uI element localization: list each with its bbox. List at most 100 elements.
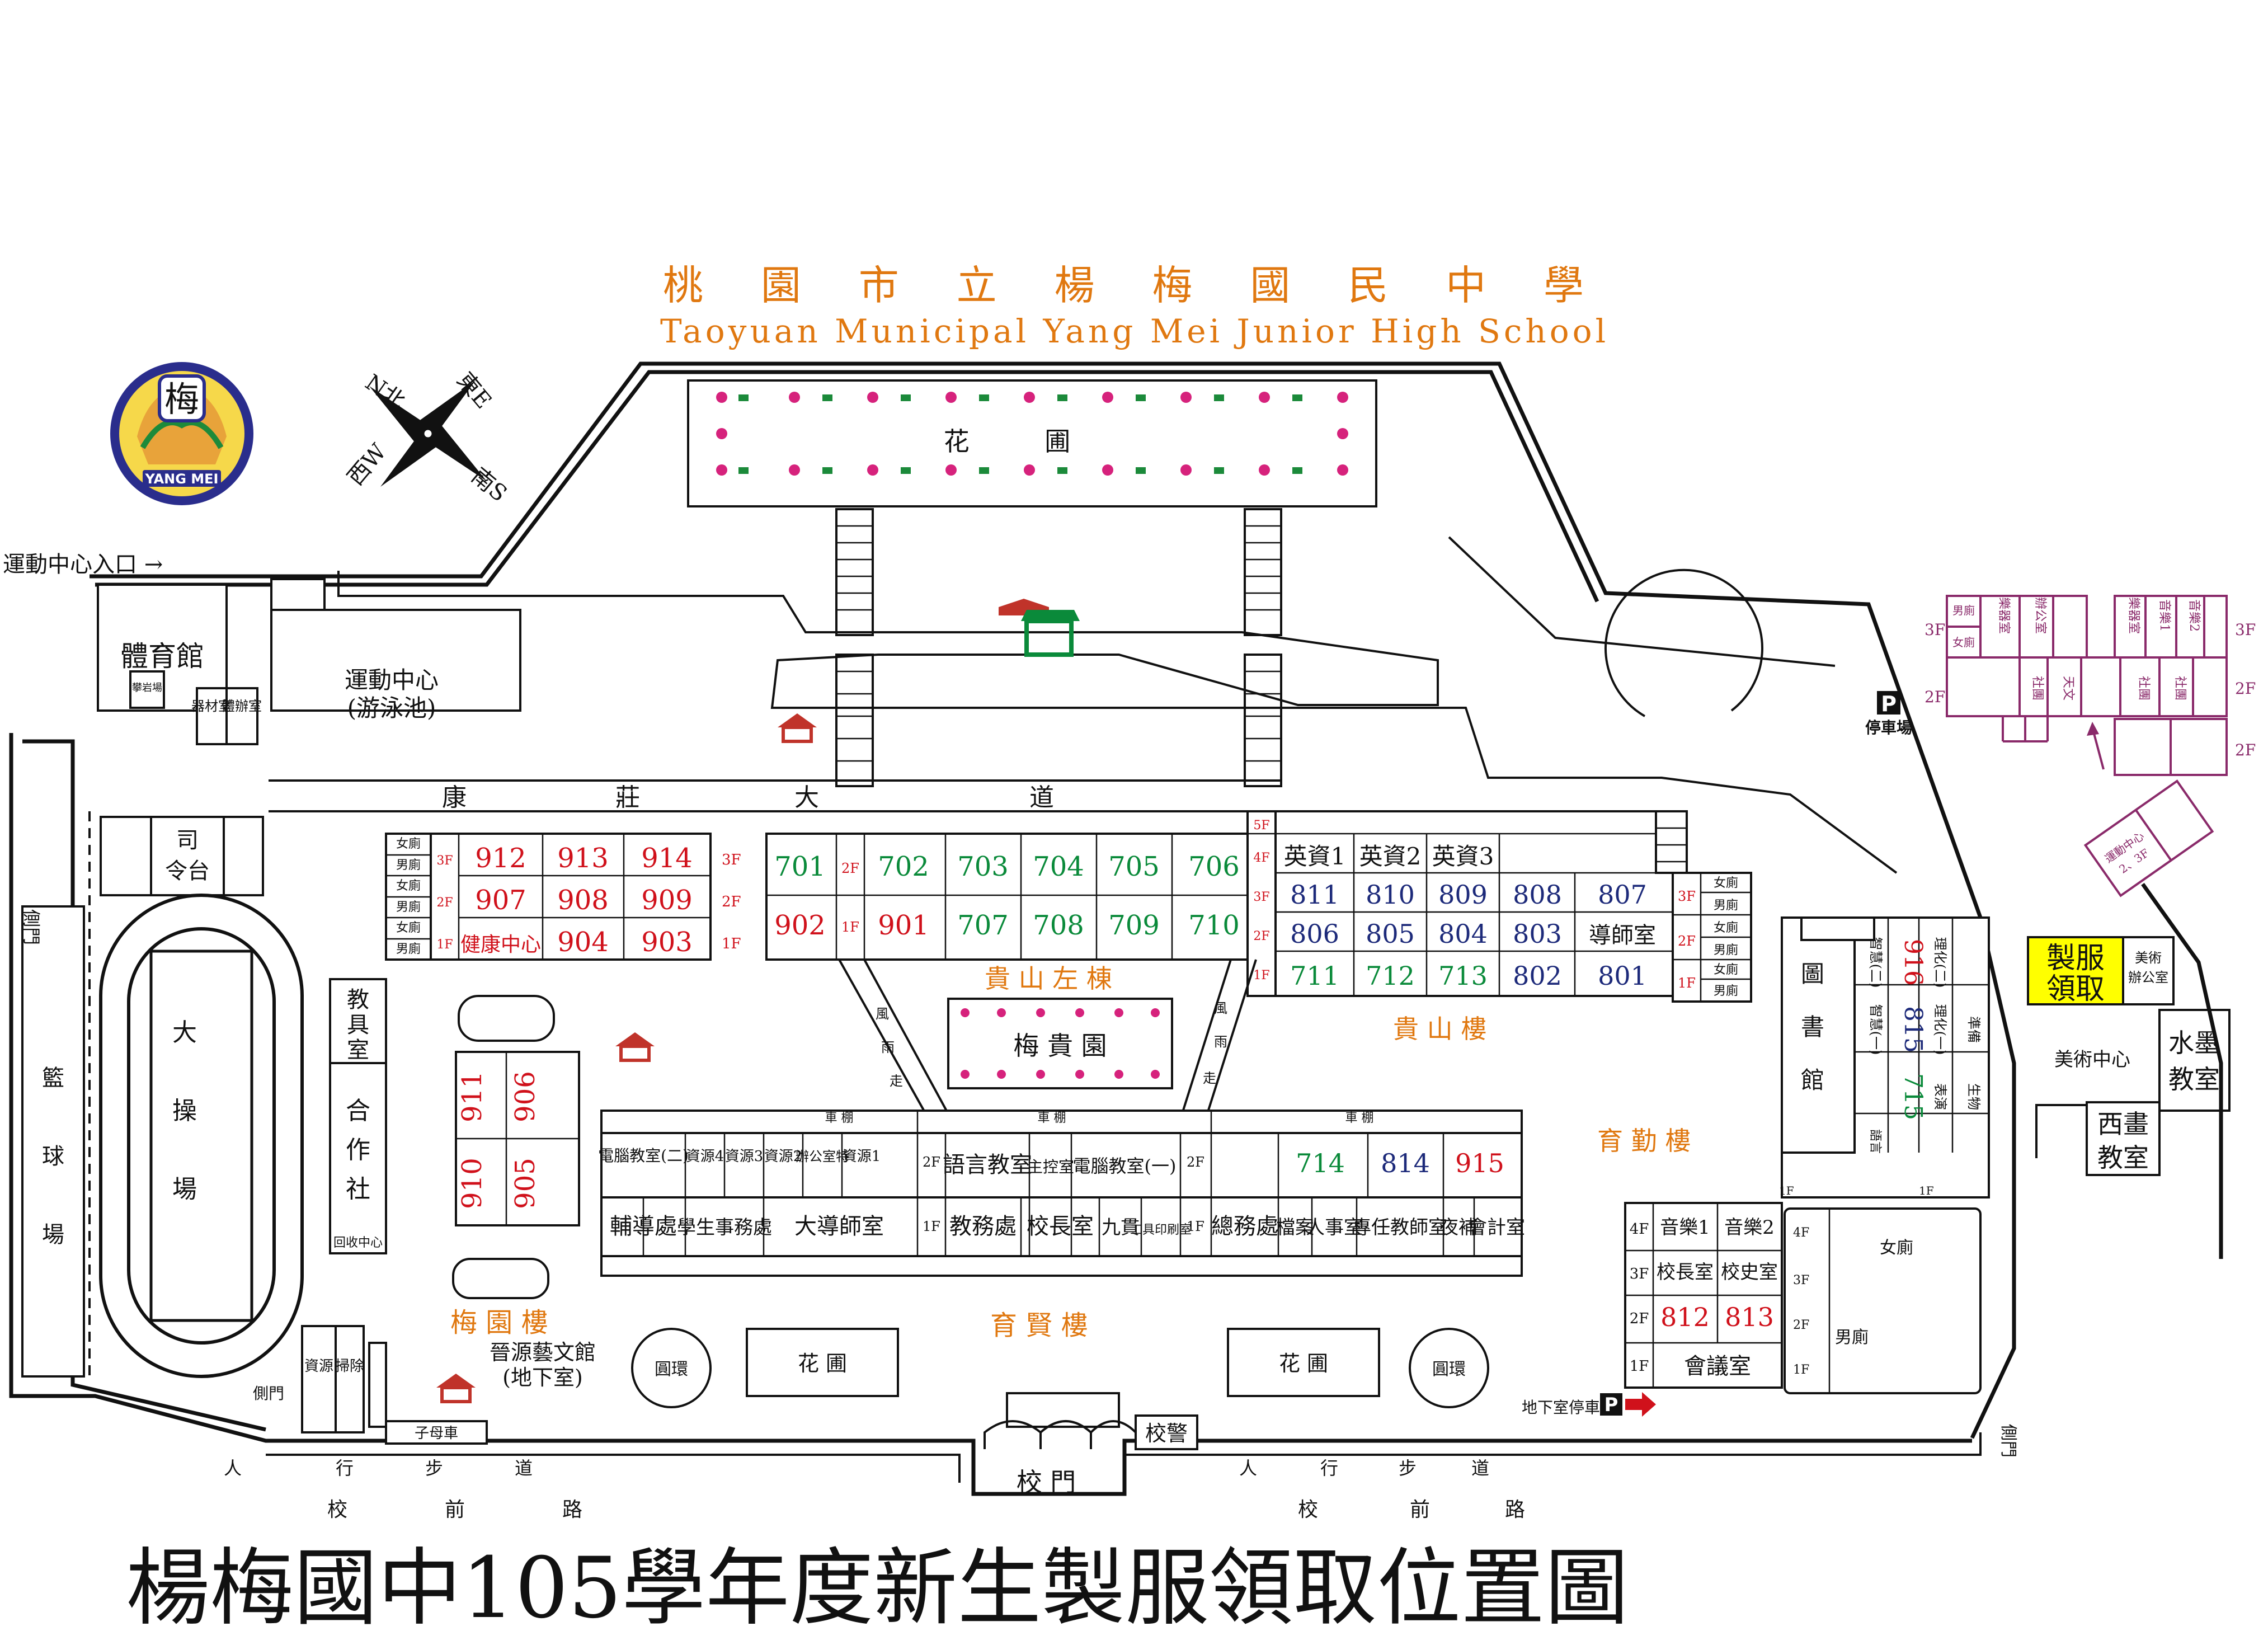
yuqin-building: 4F 3F 2F 1F 音樂1 音樂2 校長室 校史室 812 813 會議室 … xyxy=(1522,1126,1783,1417)
logo-char: 梅 xyxy=(164,379,199,420)
sports-center-sub: (游泳池) xyxy=(347,694,436,722)
meiyuan-building: 女廁 男廁 女廁 男廁 女廁 男廁 3F 2F 1F 912 913 914 9… xyxy=(385,833,741,1338)
road-char-1: 康 xyxy=(442,783,467,812)
gs-right-1f: 1F xyxy=(1678,975,1696,991)
right-toilets: 女廁 男廁 4F 3F 2F 1F xyxy=(1784,1207,1982,1394)
mw-3f-l: 3F xyxy=(1924,621,1945,639)
m-right-1f: 1F xyxy=(722,936,741,952)
jinyuan-sub: (地下室) xyxy=(502,1365,583,1390)
toilet-f-big: 女廁 xyxy=(1880,1238,1913,1258)
cleaning-tools: 掃除 xyxy=(335,1358,364,1375)
m-right-3f: 3F xyxy=(722,852,741,868)
coop-building: 教 具 室 合 作 社 回收中心 xyxy=(329,978,387,1254)
music-wing: 男廁 女廁 樂器室 辦公室 社團 天文 樂器室 音樂1 音樂2 社團 社團 3F… xyxy=(1924,595,2256,897)
gs-4f: 4F xyxy=(1253,851,1269,865)
ink-class-2: 教室 xyxy=(2168,1064,2220,1094)
room-702: 702 xyxy=(878,851,929,882)
wisdom-1: 智慧(一) xyxy=(1868,1004,1884,1055)
room-814: 814 xyxy=(1381,1148,1430,1178)
kangzhuang-road: 康 莊 大 道 xyxy=(269,779,1664,812)
sports-center-label: 運動中心 xyxy=(345,666,439,694)
room-908: 908 xyxy=(557,885,609,916)
m-toilet-m3: 男廁 xyxy=(396,858,421,872)
room-904: 904 xyxy=(557,927,609,958)
parking-lot: P 停車場 xyxy=(1865,691,1912,737)
circle-right: 圓環 xyxy=(1432,1360,1466,1379)
yx-1f: 1F xyxy=(923,1219,940,1234)
rt-1f: 1F xyxy=(1793,1363,1809,1377)
ink-class-1: 水墨 xyxy=(2168,1028,2220,1058)
road-r-2: 前 xyxy=(1410,1498,1430,1521)
room-905: 905 xyxy=(510,1158,541,1209)
archives: 檔案 xyxy=(1276,1216,1314,1239)
accounting: 會計室 xyxy=(1468,1216,1525,1239)
room-701: 701 xyxy=(774,851,826,882)
room-801: 801 xyxy=(1598,961,1647,991)
room-705: 705 xyxy=(1108,851,1160,882)
resource-3: 資源3 xyxy=(725,1148,764,1165)
road-r-3: 路 xyxy=(1505,1498,1525,1521)
music-1: 音樂1 xyxy=(1660,1216,1710,1239)
wisdom-2: 智慧(二) xyxy=(1868,937,1884,988)
room-713: 713 xyxy=(1438,961,1488,991)
mw-club: 社團 xyxy=(2030,676,2044,701)
western-class-2: 教室 xyxy=(2097,1143,2149,1173)
night-class: 夜補 xyxy=(1439,1216,1478,1239)
prep-room: 準備 xyxy=(1966,1016,1982,1043)
library-1: 圖 xyxy=(1801,960,1824,988)
gym-climb: 攀岩場 xyxy=(132,682,162,694)
school-logo: 梅 YANG MEI xyxy=(110,362,253,505)
english-res-1: 英資1 xyxy=(1284,843,1346,870)
bike-shed-1: 車 棚 xyxy=(825,1111,854,1125)
uniform-pickup-1: 製服 xyxy=(2046,942,2105,975)
english-res-3: 英資3 xyxy=(1432,843,1494,870)
yq-3f: 3F xyxy=(1630,1266,1649,1282)
compass-rose: N北 東E 南S 西W xyxy=(342,368,511,507)
room-901: 901 xyxy=(878,910,929,941)
meiyuan-label: 梅 園 樓 xyxy=(450,1307,548,1338)
room-703: 703 xyxy=(957,851,1009,882)
jinyuan-hall: 晉源藝文館 (地下室) xyxy=(490,1340,596,1390)
academic-affairs: 教務處 xyxy=(949,1214,1017,1239)
lib-1f-b: 1F xyxy=(1919,1184,1934,1197)
recycle-room: 資源 xyxy=(304,1358,333,1375)
recycle-area: 資源 掃除 子母車 側門 xyxy=(253,1325,488,1445)
sidewalk-l-4: 道 xyxy=(515,1458,533,1479)
corridor-right-3: 走 xyxy=(1203,1070,1216,1086)
room-809: 809 xyxy=(1438,880,1488,910)
lower-gardens: 花 圃 花 圃 圓環 圓環 xyxy=(631,1328,1489,1408)
tool-print: 工具印刷室 xyxy=(1130,1223,1192,1237)
resource-2: 資源2 xyxy=(764,1148,803,1165)
sidewalk-l-2: 行 xyxy=(336,1458,354,1479)
m-toilet-f3: 女廁 xyxy=(396,837,421,851)
toilet-m-big: 男廁 xyxy=(1835,1328,1869,1347)
room-706: 706 xyxy=(1188,851,1240,882)
control-room: 主控室 xyxy=(1027,1158,1074,1176)
room-902: 902 xyxy=(774,910,826,941)
title-en: Taoyuan Municipal Yang Mei Junior High S… xyxy=(660,312,1609,350)
logo-text: YANG MEI xyxy=(144,471,218,487)
side-gate-right: 側門 xyxy=(1998,1424,2018,1458)
m-toilet-m1: 男廁 xyxy=(396,942,421,956)
sports-entrance-label: 運動中心入口 → xyxy=(3,552,163,577)
gs-1f: 1F xyxy=(1253,969,1269,983)
sidewalk-r-4: 道 xyxy=(1471,1458,1489,1479)
corridor-right: 風 xyxy=(1214,1000,1227,1016)
art-office-2: 辦公室 xyxy=(2128,970,2168,985)
student-affairs: 學生事務處 xyxy=(677,1216,772,1239)
western-class-1: 西畫 xyxy=(2097,1109,2149,1139)
resource-4: 資源4 xyxy=(686,1148,724,1165)
yq-1f: 1F xyxy=(1630,1358,1649,1375)
gs-right-3f: 3F xyxy=(1678,889,1696,904)
room-913: 913 xyxy=(557,843,609,874)
room-915: 915 xyxy=(1455,1148,1504,1178)
bike-shed-3: 車 棚 xyxy=(1345,1111,1374,1125)
garden-lower-left: 花 圃 xyxy=(798,1351,847,1376)
gs-2f: 2F xyxy=(1253,929,1269,943)
coop-1: 合 xyxy=(346,1097,370,1125)
sports-center: 運動中心 (游泳池) xyxy=(270,578,521,722)
room-810: 810 xyxy=(1366,880,1415,910)
yx-1f-b: 1F xyxy=(1187,1219,1204,1234)
basketball-3: 場 xyxy=(42,1222,64,1248)
